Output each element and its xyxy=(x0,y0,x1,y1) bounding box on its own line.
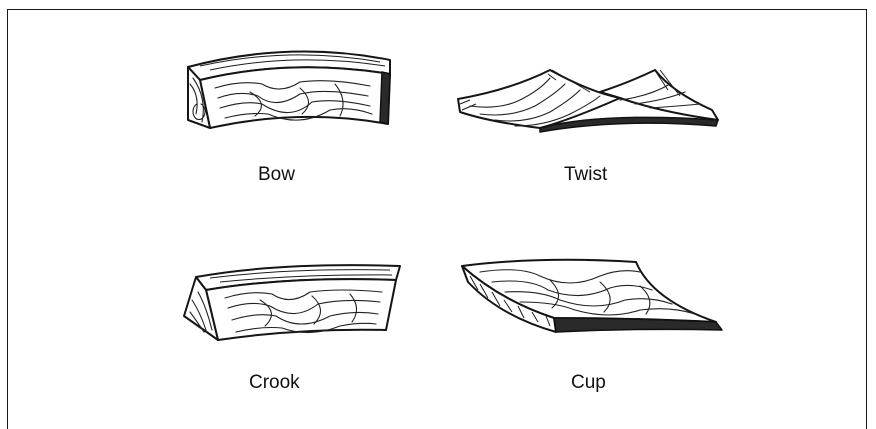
cup-label: Cup xyxy=(571,372,606,394)
